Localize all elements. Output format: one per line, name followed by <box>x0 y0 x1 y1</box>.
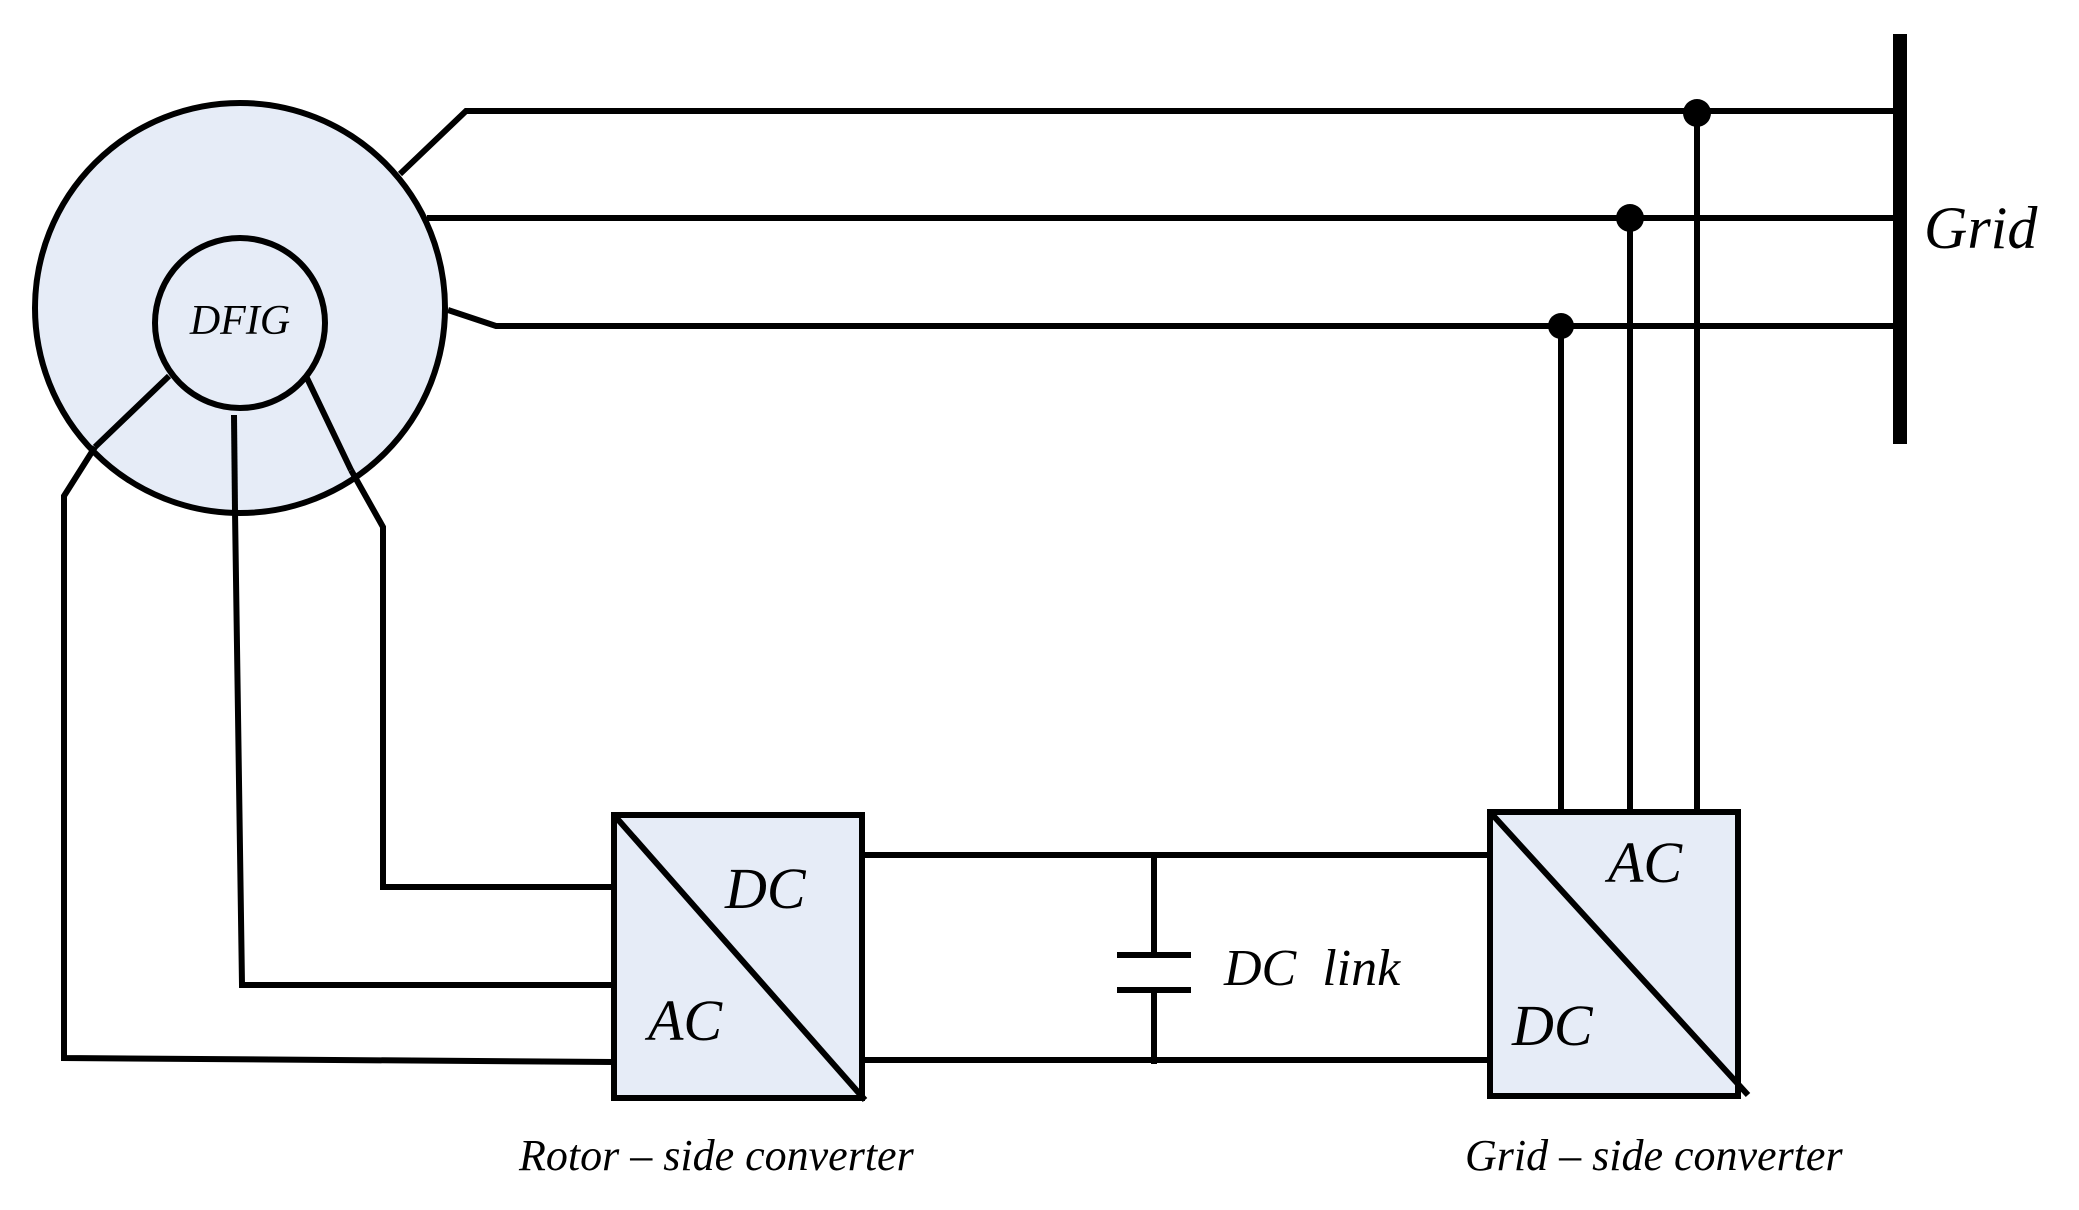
junction-dot-2 <box>1616 204 1644 232</box>
dc-link: DC link <box>862 852 1490 1064</box>
grid-side-converter-caption: Grid – side converter <box>1465 1131 1843 1180</box>
rotor-side-converter: DC AC Rotor – side converter <box>518 812 915 1180</box>
dc-link-label: DC link <box>1223 940 1401 997</box>
rotor-side-converter-caption: Rotor – side converter <box>518 1131 915 1180</box>
grid-side-converter: AC DC Grid – side converter <box>1465 809 1843 1180</box>
rotor-spoke-middle <box>231 414 238 512</box>
junction-dot-3 <box>1548 313 1574 339</box>
rotor-side-converter-diagonal <box>611 813 868 1102</box>
rotor-spoke-left <box>92 373 172 450</box>
grid-side-converter-dc-label: DC <box>1511 993 1594 1058</box>
grid-side-converter-ac-label: AC <box>1604 830 1683 895</box>
junction-dot-1 <box>1683 99 1711 127</box>
rotor-side-converter-dc-label: DC <box>724 856 807 921</box>
rotor-circle <box>152 235 328 411</box>
rotor-line-middle <box>232 510 614 988</box>
rotor-side-converter-ac-label: AC <box>644 988 723 1053</box>
dfig-label: DFIG <box>189 298 290 344</box>
grid-side-converter-diagonal <box>1487 809 1751 1098</box>
grid-bus: Grid <box>1893 34 2038 444</box>
stator-line-1 <box>397 108 1900 177</box>
rotor-lines <box>61 445 615 1065</box>
grid-label: Grid <box>1924 195 2038 261</box>
dfig-generator: DFIG <box>32 100 448 516</box>
rotor-line-outer <box>61 445 615 1065</box>
rotor-spoke-right <box>303 374 354 472</box>
rotor-line-inner <box>348 468 614 890</box>
grid-side-connections <box>1548 99 1711 812</box>
stator-lines <box>397 108 1900 329</box>
stator-line-3 <box>447 307 1900 329</box>
